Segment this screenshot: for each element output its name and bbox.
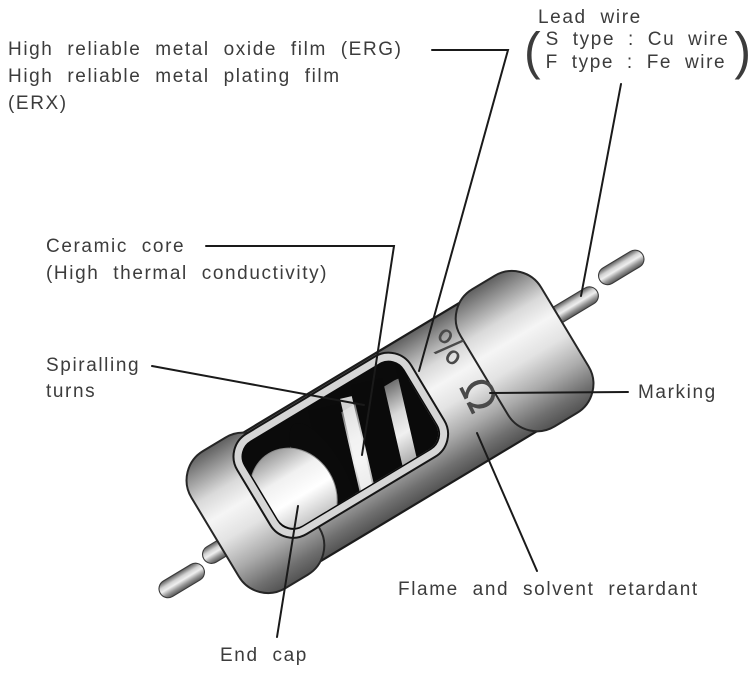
end-bulge-right	[454, 270, 595, 433]
label-end-cap: End cap	[220, 645, 308, 666]
leader-lines	[151, 49, 629, 638]
leader-end-cap	[276, 505, 299, 638]
leader-lead-wire	[580, 83, 622, 297]
spiral-groove-2	[351, 378, 409, 499]
label-film-line1: High reliable metal oxide film (ERG)	[8, 39, 403, 60]
leader-marking	[489, 391, 629, 394]
lead-wire-left-segment	[158, 562, 205, 599]
label-flame-retardant: Flame and solvent retardant	[398, 579, 699, 600]
label-spiralling-turns: Spiralling turns	[46, 353, 140, 405]
label-marking: Marking	[638, 382, 717, 403]
label-film: High reliable metal oxide film (ERG) Hig…	[8, 36, 403, 117]
leader-flame	[476, 432, 538, 572]
label-ceramic-core-line1: Ceramic core	[46, 236, 186, 257]
label-lead-wire-types: ( S type : Cu wire F type : Fe wire )	[524, 21, 749, 81]
leader-ceramic-core	[205, 245, 396, 456]
label-lead-wire-s-type: S type : Cu wire	[545, 29, 730, 50]
label-film-line3: (ERX)	[8, 93, 68, 114]
label-spiralling-line2: turns	[46, 381, 97, 402]
close-paren: )	[734, 25, 749, 77]
label-film-line2: High reliable metal plating film	[8, 66, 341, 87]
label-spiralling-line1: Spiralling	[46, 355, 141, 376]
leader-film	[418, 49, 510, 372]
open-paren: (	[524, 21, 541, 81]
label-lead-wire-title: Lead wire	[538, 7, 642, 28]
label-ceramic-core: Ceramic core (High thermal conductivity)	[46, 233, 328, 287]
label-ceramic-core-line2: (High thermal conductivity)	[46, 263, 329, 284]
film-highlight	[340, 396, 377, 506]
leader-spiralling	[151, 365, 365, 406]
label-lead-wire-f-type: F type : Fe wire	[545, 52, 727, 73]
cutaway-rim	[234, 353, 448, 537]
lead-wire-right-segment	[597, 249, 645, 286]
lead-wire-type-rows: S type : Cu wire F type : Fe wire	[546, 28, 730, 74]
cutaway-interior	[236, 355, 445, 535]
